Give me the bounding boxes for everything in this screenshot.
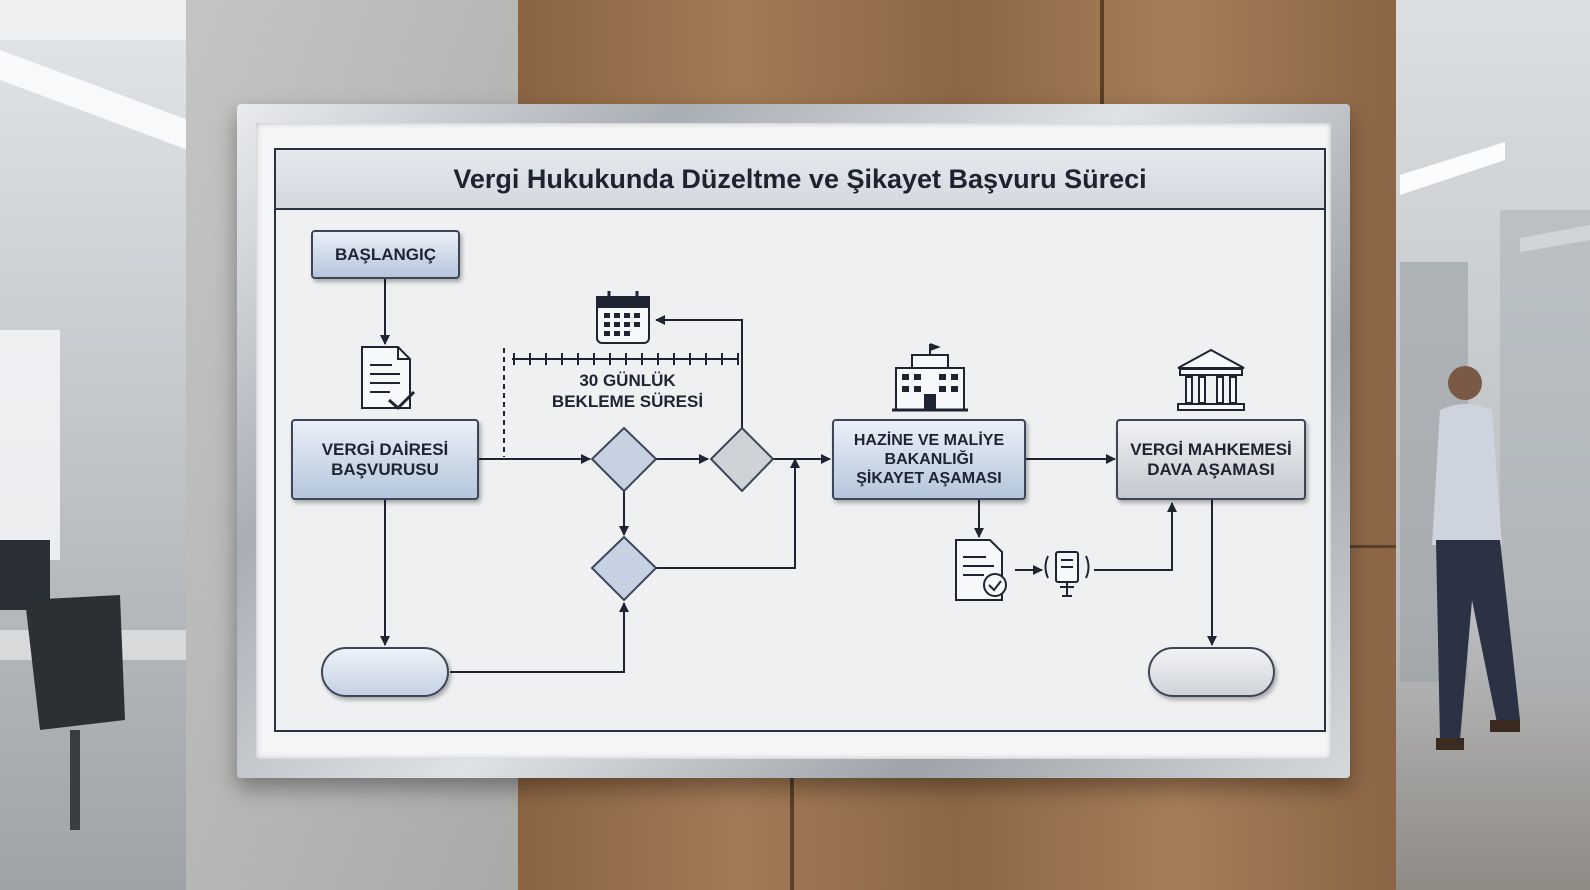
decision-diamond-2 [711,428,773,491]
terminal-right [1148,647,1275,697]
terminal-left [321,647,449,697]
tax-office-label-line1: VERGİ DAİRESİ [322,440,449,460]
courthouse-icon [1178,350,1244,410]
waiting-period-label: 30 GÜNLÜK BEKLEME SÜRESİ [540,370,715,412]
start-node: BAŞLANGIÇ [311,230,460,279]
ministry-label-line1: HAZİNE VE MALİYE [854,431,1004,450]
arrow-terminal-to-decision [450,603,624,672]
waiting-period-line1: 30 GÜNLÜK [540,370,715,391]
tax-office-label-line2: BAŞVURUSU [331,460,439,480]
arrow-notice-to-court [1094,503,1172,570]
start-label: BAŞLANGIÇ [335,245,436,265]
notification-icon [1046,552,1089,596]
ministry-label-line3: ŞİKAYET AŞAMASI [856,469,1002,488]
decision-diamond-1 [592,428,656,491]
arrow-lower-decision-up [655,459,795,568]
court-label-line1: VERGİ MAHKEMESİ [1130,440,1292,460]
ministry-label-line2: BAKANLIĞI [885,450,974,469]
document-approved-icon [956,540,1006,600]
decision-diamond-3 [592,537,656,600]
ministry-node: HAZİNE VE MALİYE BAKANLIĞI ŞİKAYET AŞAMA… [832,419,1026,500]
document-check-icon [362,347,414,408]
court-label-line2: DAVA AŞAMASI [1147,460,1275,480]
tax-office-node: VERGİ DAİRESİ BAŞVURUSU [291,419,479,500]
waiting-period-line2: BEKLEME SÜRESİ [540,391,715,412]
court-node: VERGİ MAHKEMESİ DAVA AŞAMASI [1116,419,1306,500]
